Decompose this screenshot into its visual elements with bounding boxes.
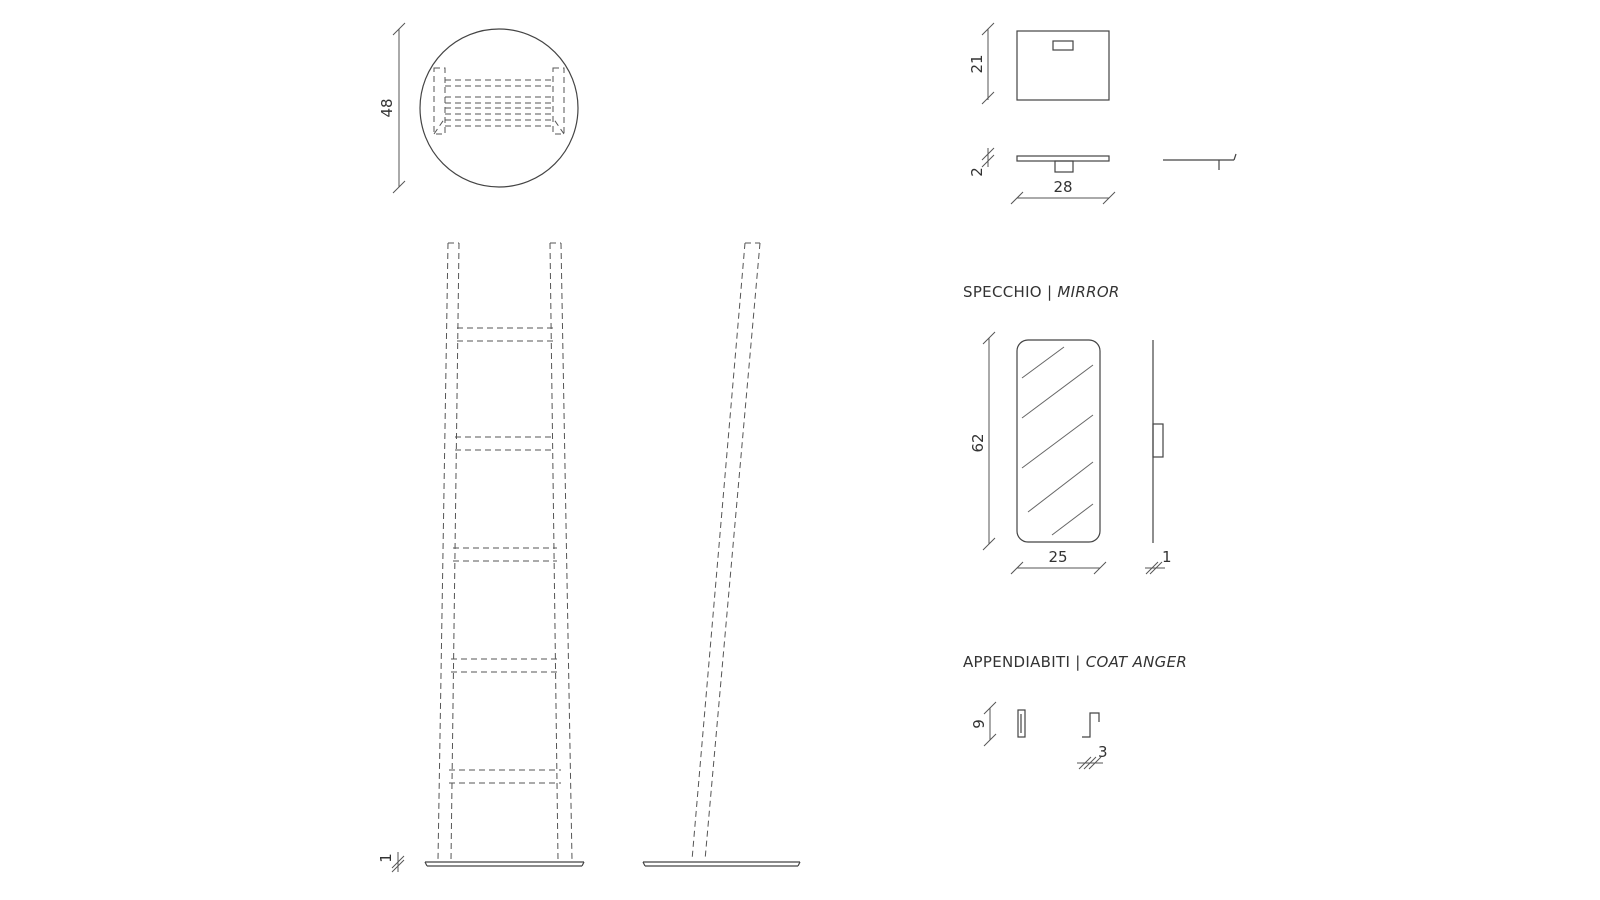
- dim-2-label: 2: [968, 167, 986, 177]
- dim-62-label: 62: [969, 433, 987, 452]
- coat-heading-en: COAT ANGER: [1086, 653, 1187, 671]
- base-plan-circle: [419, 28, 579, 188]
- mirror-section: SPECCHIO | MIRROR 62 25: [963, 283, 1172, 575]
- dimension-hanger-depth: 3: [1077, 743, 1108, 770]
- dimension-mirror-width: 25: [1010, 548, 1107, 575]
- dimension-shelf-thickness: 2: [968, 147, 995, 177]
- shelf-side-profile: [1163, 153, 1237, 170]
- dim-1-mirror-label: 1: [1162, 548, 1172, 566]
- coat-hanger-section: APPENDIABITI | COAT ANGER 9 3: [963, 653, 1187, 770]
- ladder-left-rail: [437, 242, 460, 861]
- mirror-heading: SPECCHIO | MIRROR: [963, 283, 1120, 301]
- ladder-plan-dashed: [433, 67, 565, 135]
- dim-28-label: 28: [1053, 178, 1072, 196]
- base-plate-front: [424, 861, 585, 867]
- dimension-base-diameter: 48: [378, 22, 406, 194]
- top-view: 48: [378, 22, 579, 194]
- dimension-base-thickness: 1: [377, 852, 405, 873]
- mirror-glass-hatching: [1021, 346, 1094, 536]
- dim-21-label: 21: [968, 54, 986, 73]
- dimension-shelf-width: 28: [1010, 178, 1116, 205]
- ladder-rungs: [449, 327, 561, 784]
- shelf-slot: [1052, 40, 1074, 51]
- dimension-shelf-height: 21: [968, 22, 995, 105]
- shelf-bracket: [1054, 160, 1074, 173]
- ladder-side-rail: [691, 242, 761, 861]
- shelf-detail: 21 2 28: [968, 22, 1237, 205]
- base-plate-side: [642, 861, 801, 867]
- front-elevation: 1: [377, 242, 585, 873]
- mirror-side: [1152, 340, 1164, 543]
- mirror-heading-it: SPECCHIO |: [963, 283, 1057, 301]
- side-elevation: [642, 242, 801, 867]
- dim-48-label: 48: [378, 98, 396, 117]
- shelf-plan: [1016, 30, 1110, 101]
- dimension-mirror-thickness: 1: [1145, 548, 1172, 575]
- shelf-front: [1016, 155, 1110, 162]
- dim-1-base-label: 1: [377, 853, 395, 863]
- dim-9-label: 9: [970, 719, 988, 729]
- ladder-right-rail: [549, 242, 573, 861]
- mirror-front: [1016, 339, 1101, 543]
- dim-25-label: 25: [1048, 548, 1067, 566]
- dim-3-label: 3: [1098, 743, 1108, 761]
- coat-heading-it: APPENDIABITI |: [963, 653, 1086, 671]
- mirror-heading-en: MIRROR: [1057, 283, 1119, 301]
- hanger-side-profile: [1082, 712, 1100, 738]
- dimension-mirror-height: 62: [969, 331, 996, 551]
- coat-heading: APPENDIABITI | COAT ANGER: [963, 653, 1187, 671]
- dimension-hanger-height: 9: [970, 701, 997, 747]
- hanger-front: [1017, 709, 1026, 738]
